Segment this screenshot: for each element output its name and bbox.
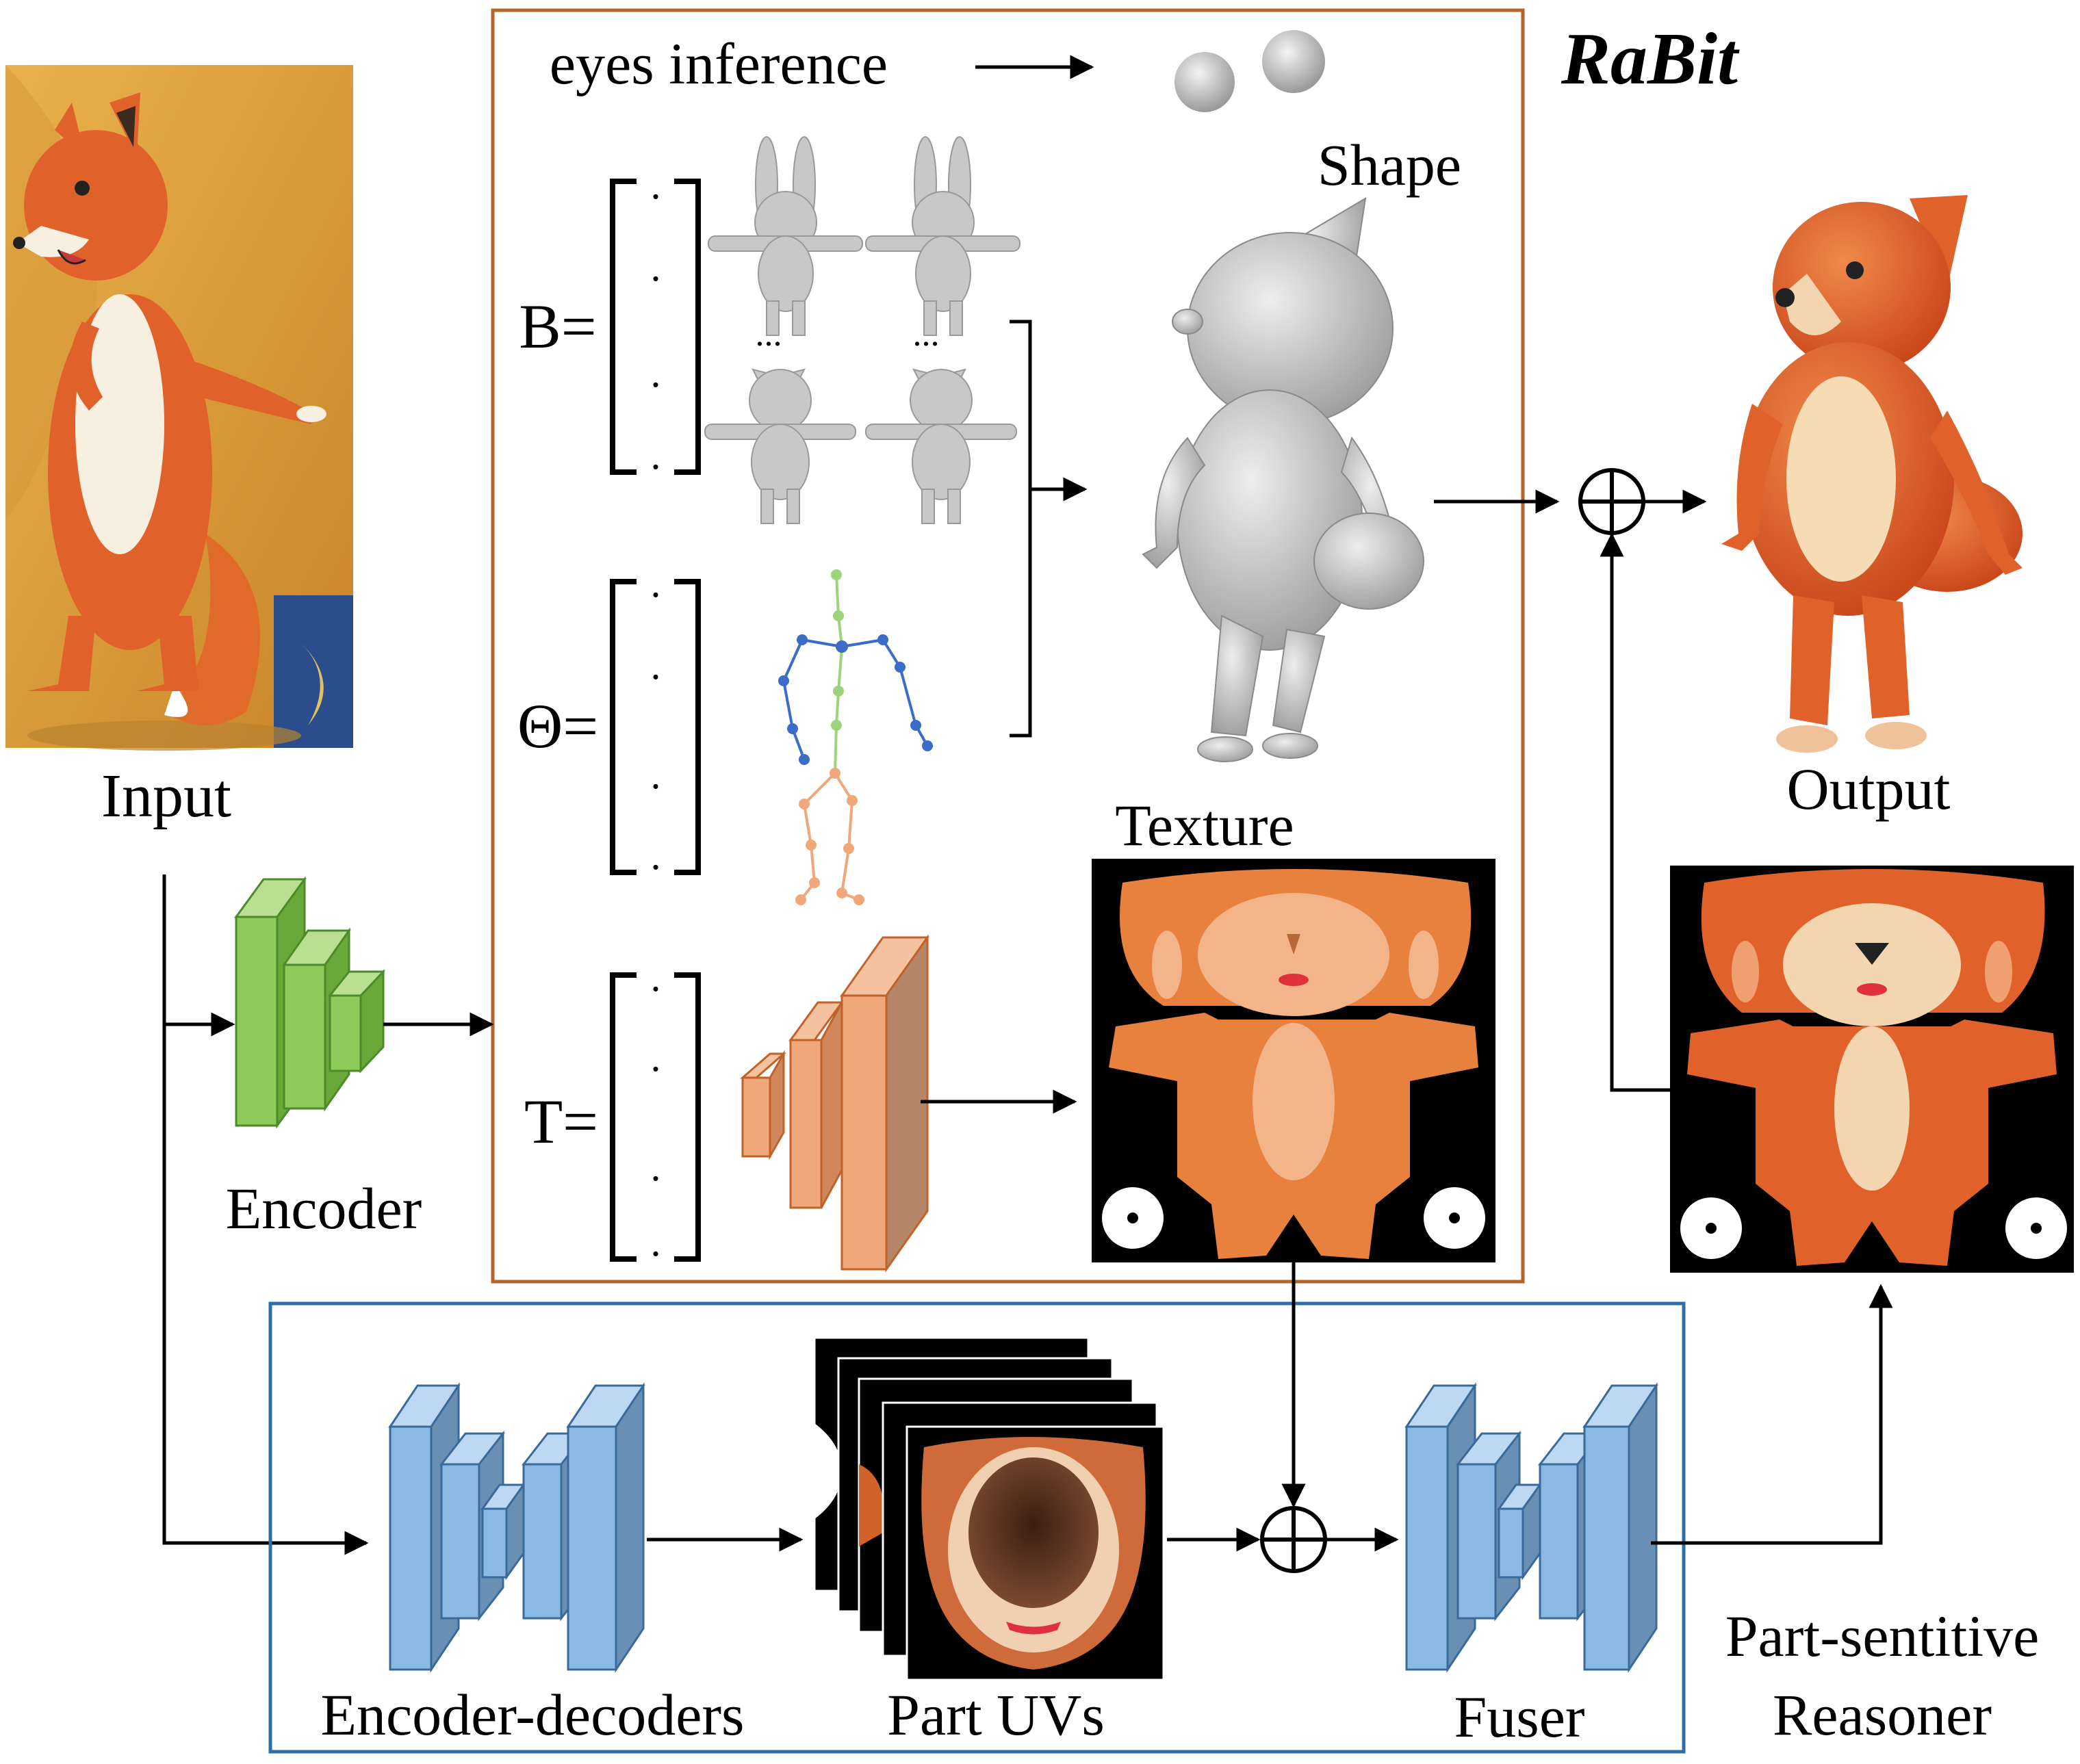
shape-basis-ellipsis-2: ...	[913, 315, 940, 354]
b-equals-label: B=	[519, 291, 596, 361]
rabit-module-box	[491, 8, 1525, 1284]
svg-text:.: .	[651, 643, 661, 688]
encoder-decoders-label: Encoder-decoders	[320, 1682, 744, 1748]
t-matrix-brackets	[610, 972, 701, 1262]
shape-basis-cow-1	[704, 368, 856, 524]
fuser-to-refined-uv-arrow	[1651, 1284, 1893, 1545]
shape-basis-rabbit-1	[708, 136, 863, 336]
shape-label: Shape	[1318, 132, 1461, 198]
svg-text:.: .	[651, 162, 661, 207]
sum-node-top	[1578, 468, 1645, 535]
b-matrix-brackets	[610, 179, 701, 475]
svg-text:.: .	[651, 432, 661, 478]
part-uvs-label: Part UVs	[887, 1682, 1105, 1748]
shape-basis-rabbit-2	[865, 136, 1020, 336]
svg-text:.: .	[651, 833, 661, 878]
sum-node-bottom	[1260, 1506, 1327, 1573]
svg-text:.: .	[651, 350, 661, 395]
part-sentitive-label-line1: Part-sentitive	[1725, 1603, 2040, 1669]
grey-shape-model	[1142, 197, 1424, 762]
svg-text:.: .	[651, 955, 661, 1000]
t-matrix-dots: . . . .	[651, 955, 661, 1264]
refined-uv-map	[1670, 866, 2074, 1273]
encoder-decoders-network	[388, 1382, 645, 1673]
t-equals-label: T=	[524, 1087, 598, 1156]
input-flow-lines	[162, 874, 494, 1555]
part-sentitive-label-line2: Reasoner	[1773, 1682, 1992, 1748]
pose-skeleton	[778, 569, 933, 905]
shape-basis-cow-2	[865, 368, 1017, 524]
svg-text:.: .	[651, 1035, 661, 1080]
encoder-label: Encoder	[226, 1176, 422, 1241]
texture-uv-map	[1092, 859, 1495, 1262]
b-matrix-dots: . . . .	[651, 162, 661, 478]
theta-matrix-dots: . . . .	[651, 560, 661, 878]
output-label: Output	[1787, 756, 1951, 822]
fuser-network	[1404, 1382, 1658, 1673]
shape-basis-ellipsis-1: ...	[756, 315, 782, 354]
texture-label: Texture	[1115, 792, 1294, 858]
svg-text:.: .	[651, 1219, 661, 1264]
shape-pose-merge-bracket	[1010, 320, 1032, 738]
input-label: Input	[101, 762, 231, 830]
svg-text:.: .	[651, 1144, 661, 1189]
reasoner-module-box	[268, 1301, 1686, 1754]
svg-text:.: .	[651, 560, 661, 606]
eye-spheres	[1174, 30, 1325, 112]
output-fox-model	[1721, 195, 2023, 753]
rabit-title: RaBit	[1561, 18, 1740, 100]
input-fox-illustration	[5, 65, 353, 751]
svg-text:.: .	[651, 244, 661, 289]
texture-decoder-network	[740, 934, 929, 1273]
refined-uv-to-sum-arrow	[1600, 532, 1670, 1092]
svg-text:.: .	[651, 752, 661, 797]
part-uvs-stack	[813, 1336, 1165, 1681]
eyes-inference-label: eyes inference	[550, 31, 888, 96]
theta-matrix-brackets	[610, 579, 701, 875]
encoder-network	[234, 876, 386, 1129]
fuser-label: Fuser	[1454, 1684, 1584, 1750]
theta-equals-label: Θ=	[517, 691, 598, 761]
